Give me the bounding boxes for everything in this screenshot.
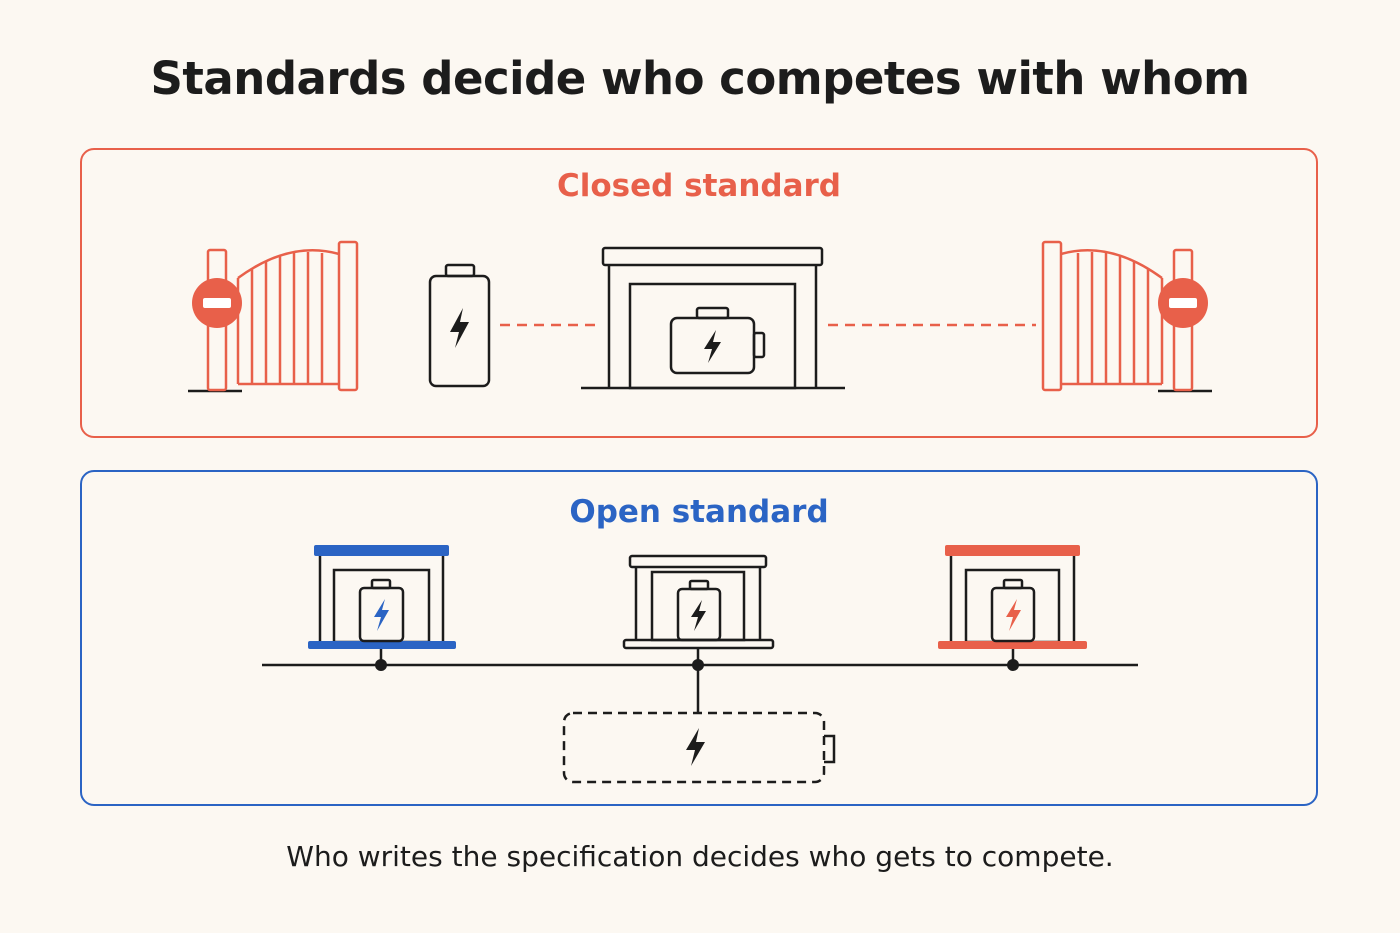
standard-battery-icon: [562, 711, 836, 784]
open-standard-panel: Open standard: [80, 470, 1318, 806]
battery-icon: [358, 578, 405, 643]
closed-standard-label: Closed standard: [557, 168, 841, 204]
no-entry-icon: [192, 278, 242, 328]
page-title: Standards decide who competes with whom: [150, 52, 1251, 105]
battery-icon: [428, 263, 491, 388]
battery-icon: [990, 578, 1036, 643]
battery-icon: [676, 579, 722, 642]
no-entry-icon: [1158, 278, 1208, 328]
swap-station-icon: [938, 545, 1087, 671]
closed-standard-panel: Closed standard: [80, 148, 1318, 438]
swap-station-icon: [581, 246, 845, 390]
caption: Who writes the specification decides who…: [286, 840, 1114, 873]
open-standard-label: Open standard: [569, 494, 829, 530]
connector-node: [692, 648, 704, 713]
battery-icon: [669, 306, 766, 375]
swap-station-icon: [622, 554, 775, 650]
